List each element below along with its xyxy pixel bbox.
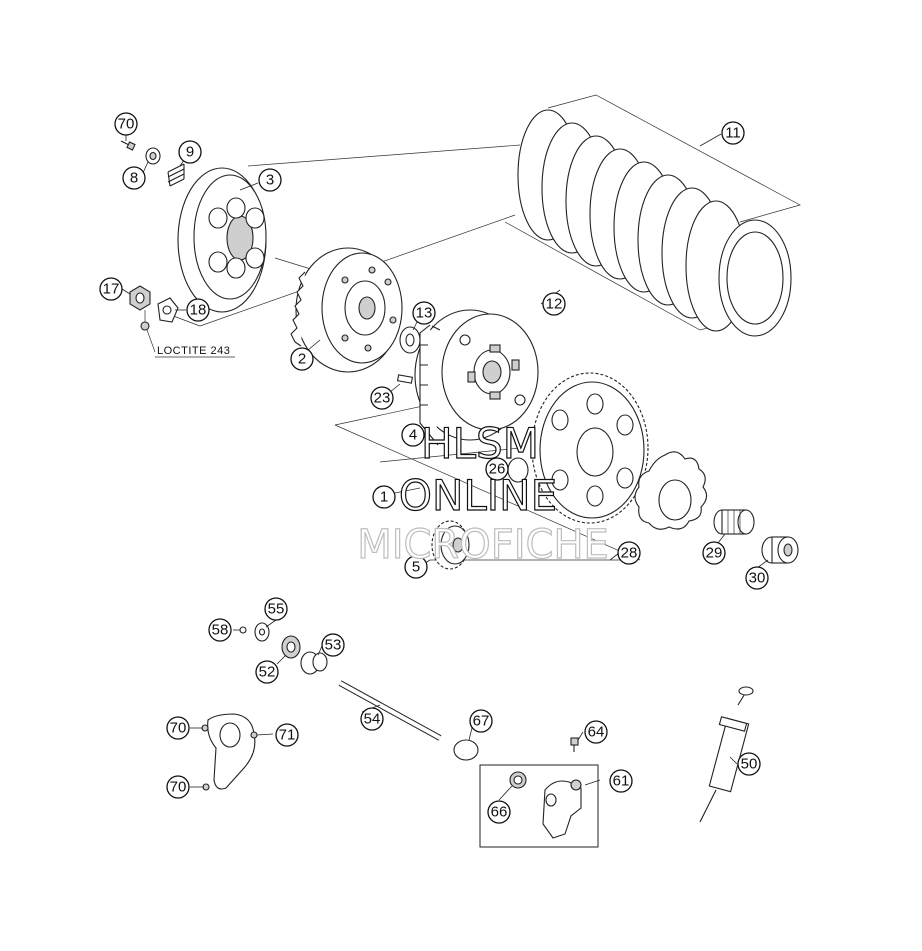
callout-9: 9 xyxy=(178,140,202,164)
callout-70-cover-bottom: 70 xyxy=(166,775,190,799)
callout-12: 12 xyxy=(542,292,566,316)
svg-text:55: 55 xyxy=(268,601,285,618)
svg-text:13: 13 xyxy=(416,305,433,322)
pressure-cap-part-3 xyxy=(177,167,267,313)
washer-part-8 xyxy=(145,147,161,165)
svg-text:61: 61 xyxy=(613,773,630,790)
callout-70-cover-top: 70 xyxy=(166,716,190,740)
bleed-screw-part-64 xyxy=(570,737,579,752)
star-plate-part-28 xyxy=(634,451,708,530)
svg-text:28: 28 xyxy=(621,545,638,562)
callout-66: 66 xyxy=(487,800,511,824)
callout-1: 1 xyxy=(372,485,396,509)
callout-64: 64 xyxy=(584,720,608,744)
callout-50: 50 xyxy=(737,752,761,776)
callout-3: 3 xyxy=(258,168,282,192)
callout-11: 11 xyxy=(721,121,745,145)
svg-text:4: 4 xyxy=(409,427,417,444)
callout-61: 61 xyxy=(609,769,633,793)
svg-text:26: 26 xyxy=(489,461,506,478)
callout-5: 5 xyxy=(404,555,428,579)
nut-part-17 xyxy=(129,285,151,331)
svg-text:70: 70 xyxy=(118,116,135,133)
svg-text:64: 64 xyxy=(588,724,605,741)
watermark-line-1: HLSM xyxy=(421,419,539,468)
svg-text:23: 23 xyxy=(374,390,391,407)
svg-text:67: 67 xyxy=(473,713,490,730)
inner-hub-part-2 xyxy=(290,247,403,373)
pin-part-23 xyxy=(396,374,414,384)
cover-part xyxy=(201,713,258,791)
watermark-line-2: ONLINE xyxy=(399,471,557,520)
washer-part-55 xyxy=(254,622,270,642)
callout-18: 18 xyxy=(186,298,210,322)
callout-53: 53 xyxy=(321,633,345,657)
callout-28: 28 xyxy=(617,541,641,565)
svg-text:54: 54 xyxy=(364,711,381,728)
svg-text:53: 53 xyxy=(325,637,342,654)
thrust-washer-part-13 xyxy=(399,326,421,354)
loctite-note: LOCTITE 243 xyxy=(146,329,235,358)
callout-55: 55 xyxy=(264,597,288,621)
svg-text:1: 1 xyxy=(380,489,388,506)
clutch-disc-stack xyxy=(517,109,792,337)
svg-text:12: 12 xyxy=(546,296,563,313)
callout-8: 8 xyxy=(122,166,146,190)
pressure-piece-part-53 xyxy=(300,651,328,675)
bolt-part-70 xyxy=(120,140,136,151)
svg-text:52: 52 xyxy=(259,664,276,681)
slave-cylinder-part-61 xyxy=(542,779,582,839)
svg-text:5: 5 xyxy=(412,559,420,576)
svg-text:29: 29 xyxy=(706,545,723,562)
gear-part-5 xyxy=(431,520,470,570)
svg-text:30: 30 xyxy=(749,570,766,587)
callout-54: 54 xyxy=(360,707,384,731)
svg-text:70: 70 xyxy=(170,779,187,796)
callout-2: 2 xyxy=(290,347,314,371)
callout-71: 71 xyxy=(275,723,299,747)
primary-gear-part-1 xyxy=(531,372,649,524)
svg-text:8: 8 xyxy=(130,170,138,187)
svg-text:9: 9 xyxy=(186,144,194,161)
svg-text:3: 3 xyxy=(266,172,274,189)
lock-washer-part-18 xyxy=(157,297,179,323)
loctite-label: LOCTITE 243 xyxy=(157,345,230,357)
callout-67: 67 xyxy=(469,709,493,733)
callout-23: 23 xyxy=(370,386,394,410)
watermark-line-3: MICROFICHE xyxy=(357,522,609,568)
svg-text:71: 71 xyxy=(279,727,296,744)
callout-13: 13 xyxy=(412,301,436,325)
spring-part-9 xyxy=(167,163,185,187)
callout-52: 52 xyxy=(255,660,279,684)
needle-bearing-part-29 xyxy=(713,509,755,535)
svg-text:11: 11 xyxy=(725,125,741,142)
callout-29: 29 xyxy=(702,541,726,565)
callout-58: 58 xyxy=(208,618,232,642)
callout-30: 30 xyxy=(745,566,769,590)
seal-part-66 xyxy=(509,771,527,789)
callout-17: 17 xyxy=(99,277,123,301)
callout-4: 4 xyxy=(401,423,425,447)
watermark: HLSM ONLINE MICROFICHE xyxy=(357,418,610,568)
svg-text:58: 58 xyxy=(212,622,229,639)
grease-syringe-part-50 xyxy=(699,686,754,823)
bushing-part-30 xyxy=(761,536,799,564)
svg-text:70: 70 xyxy=(170,720,187,737)
small-ring-part-58 xyxy=(239,626,247,634)
svg-text:2: 2 xyxy=(298,351,306,368)
push-rod-part-54 xyxy=(338,680,442,741)
slave-cylinder-box xyxy=(479,764,599,848)
svg-text:50: 50 xyxy=(741,756,758,773)
callout-70-top: 70 xyxy=(114,112,138,136)
svg-text:18: 18 xyxy=(190,302,207,319)
callout-26: 26 xyxy=(485,457,509,481)
clutch-basket-part-4 xyxy=(414,309,539,446)
o-ring-part-67 xyxy=(453,739,479,761)
bearing-part-52 xyxy=(281,635,301,659)
svg-text:66: 66 xyxy=(491,804,508,821)
svg-text:17: 17 xyxy=(103,281,120,298)
